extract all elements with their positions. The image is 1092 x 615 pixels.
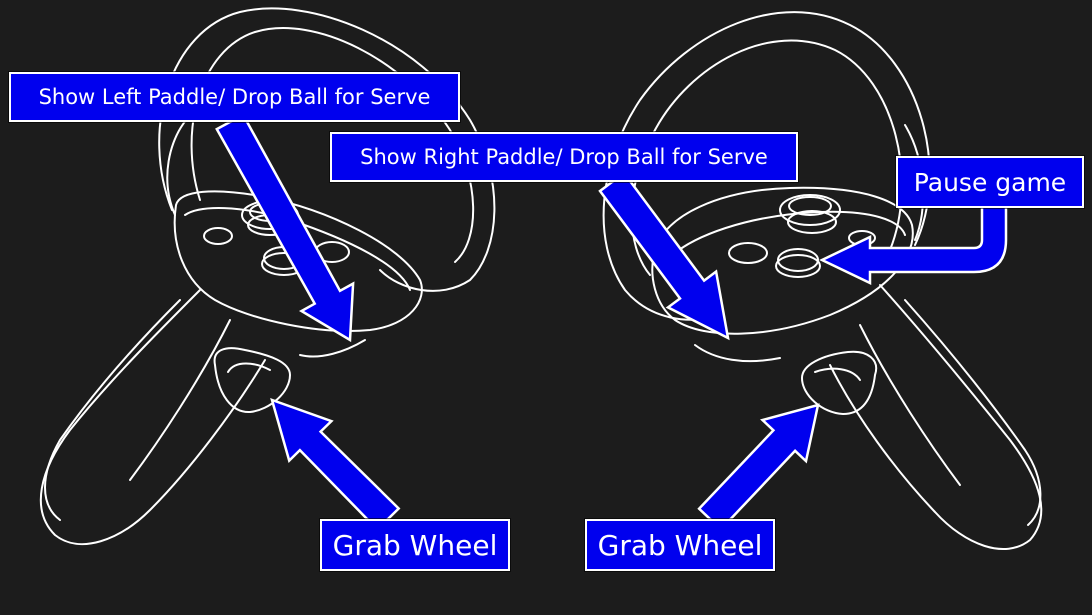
right-tracking-ring xyxy=(602,11,931,321)
grab-wheel-left-label: Grab Wheel xyxy=(320,519,510,571)
right-handle xyxy=(829,284,1043,550)
right-a-button xyxy=(777,248,819,272)
left-handle xyxy=(39,289,266,545)
arrow-right-paddle xyxy=(598,171,730,341)
arrow-grab-right xyxy=(697,403,820,532)
left-trigger xyxy=(213,347,291,414)
right-thumbstick xyxy=(779,194,841,226)
right-trigger xyxy=(801,350,878,415)
arrow-left-paddle xyxy=(215,113,355,343)
callout-arrows xyxy=(215,113,1008,532)
right-b-button xyxy=(728,242,768,264)
left-menu-button xyxy=(203,227,233,245)
grab-wheel-right-label: Grab Wheel xyxy=(585,519,775,571)
arrow-grab-left xyxy=(270,398,401,532)
pause-game-label: Pause game xyxy=(896,156,1084,208)
arrow-pause xyxy=(819,204,1008,285)
right-paddle-label: Show Right Paddle/ Drop Ball for Serve xyxy=(330,132,798,182)
left-paddle-label: Show Left Paddle/ Drop Ball for Serve xyxy=(9,72,460,122)
